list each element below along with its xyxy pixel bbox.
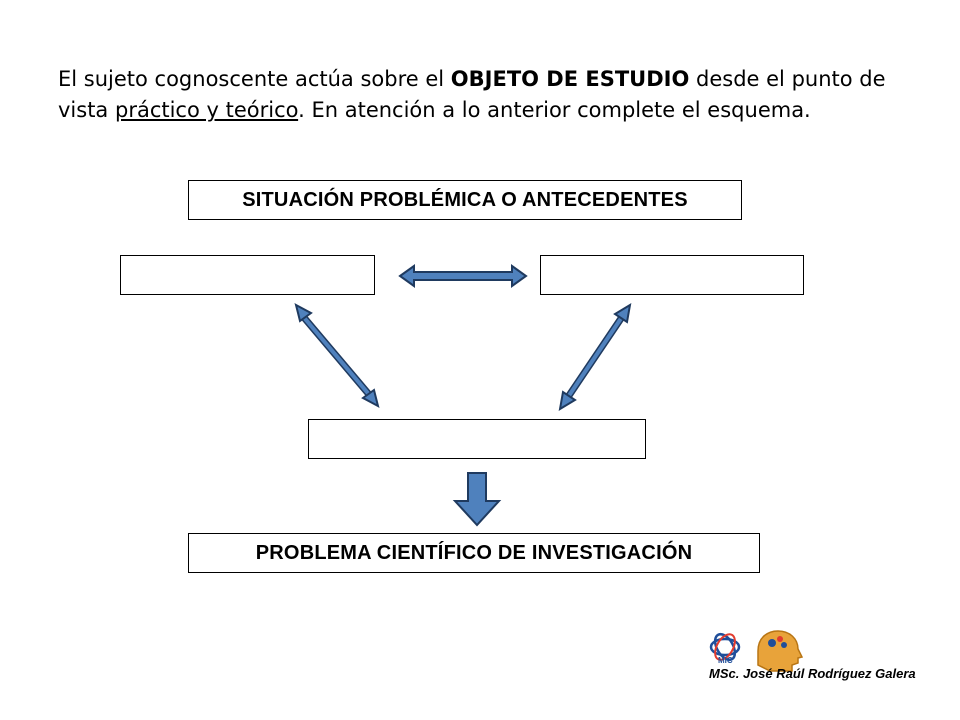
box-blank-left[interactable] [120, 255, 375, 295]
author-credit: MSc. José Raúl Rodríguez Galera [709, 666, 916, 681]
box-situacion-problemica: SITUACIÓN PROBLÉMICA O ANTECEDENTES [188, 180, 742, 220]
double-arrow-horizontal [398, 264, 528, 288]
box-blank-middle[interactable] [308, 419, 646, 459]
intro-text-1: El sujeto cognoscente actúa sobre el [58, 67, 451, 91]
intro-paragraph: El sujeto cognoscente actúa sobre el OBJ… [58, 64, 918, 126]
box-problema-label: PROBLEMA CIENTÍFICO DE INVESTIGACIÓN [255, 541, 693, 564]
intro-text-2: desde el punto de vista [58, 67, 886, 122]
footer-logos: MIC [680, 625, 930, 685]
box-blank-right[interactable] [540, 255, 804, 295]
double-arrow-right-diagonal [558, 303, 632, 411]
intro-underlined: práctico y teórico [114, 98, 299, 122]
mic-logo-icon: MIC [709, 630, 804, 672]
box-situacion-label: SITUACIÓN PROBLÉMICA O ANTECEDENTES [242, 188, 688, 211]
head-profile-icon [757, 630, 804, 672]
arrow-down [452, 472, 502, 527]
box-problema-cientifico: PROBLEMA CIENTÍFICO DE INVESTIGACIÓN [188, 533, 760, 573]
double-arrow-left-diagonal [294, 303, 380, 408]
intro-text-3: . En atención a lo anterior complete el … [298, 98, 811, 122]
intro-bold-object: OBJETO DE ESTUDIO [450, 67, 690, 91]
mic-logo-text: MIC [718, 656, 733, 665]
